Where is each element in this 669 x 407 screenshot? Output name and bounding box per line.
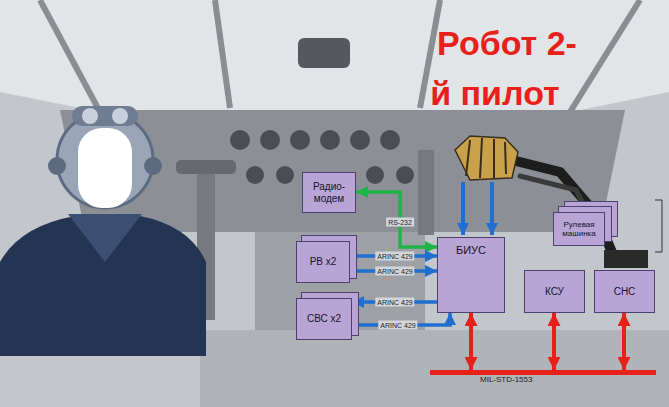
box-label: Рулевая машинка <box>557 220 601 238</box>
box-label: БИУС <box>456 244 486 257</box>
instrument-dial <box>276 166 294 184</box>
box-label: Радио- модем <box>306 181 352 204</box>
box-label: РВ x2 <box>310 256 337 268</box>
cockpit-floor <box>200 330 669 407</box>
pilot-goggles <box>72 106 138 126</box>
connector <box>622 313 626 370</box>
robot-base <box>604 250 648 268</box>
signal-name: ARINC 429 <box>375 298 414 307</box>
signal-name: RS-232 <box>386 218 414 227</box>
signal-name: ARINC 429 <box>378 321 417 330</box>
instrument-dial <box>380 130 400 150</box>
signal-arrow <box>490 182 494 235</box>
instrument-dial <box>260 130 280 150</box>
pilot-helmet <box>57 112 153 208</box>
instrument-dial <box>396 166 414 184</box>
bus-name: MIL-STD-1553 <box>480 375 532 384</box>
box-label: КСУ <box>545 286 564 298</box>
robot-arm <box>512 160 616 262</box>
control-unit-box: БИУС <box>437 237 505 313</box>
connector <box>552 313 556 370</box>
data-bus: MIL-STD-1553 <box>430 370 656 388</box>
signal-name: ARINC 429 <box>375 252 414 261</box>
pilot-headphone <box>144 157 162 175</box>
servo-box: Рулевая машинка <box>553 212 605 246</box>
instrument-dial <box>246 166 264 184</box>
goggle-lens <box>112 108 128 124</box>
overhead-camera <box>298 38 350 68</box>
connector <box>469 313 473 370</box>
instrument-dial <box>290 130 310 150</box>
receiver-box: РВ x2 <box>296 241 350 283</box>
cable-bracket <box>655 200 662 252</box>
control-column <box>418 150 434 235</box>
connector <box>356 192 437 247</box>
instrument-dial <box>320 130 340 150</box>
diagram-title: Робот 2-й пилот <box>405 18 585 118</box>
robot-fingers <box>466 138 506 178</box>
instrument-dial <box>366 166 384 184</box>
pilot-collar <box>68 214 142 262</box>
box-label: СНС <box>614 286 636 298</box>
instrument-dial <box>350 130 370 150</box>
control-system-box: КСУ <box>524 270 585 313</box>
robot-hand <box>455 136 518 180</box>
pilot-face <box>78 128 132 208</box>
control-yoke <box>176 160 236 174</box>
goggle-lens <box>82 108 98 124</box>
instrument-dial <box>230 130 250 150</box>
signal-name: ARINC 429 <box>375 267 414 276</box>
modem-box: Радио- модем <box>302 172 356 213</box>
navigation-box: СНС <box>594 270 655 313</box>
air-data-box: СВС x2 <box>296 298 352 340</box>
signal-arrow <box>461 182 465 235</box>
pilot-headphone <box>48 157 66 175</box>
box-label: СВС x2 <box>307 313 341 325</box>
